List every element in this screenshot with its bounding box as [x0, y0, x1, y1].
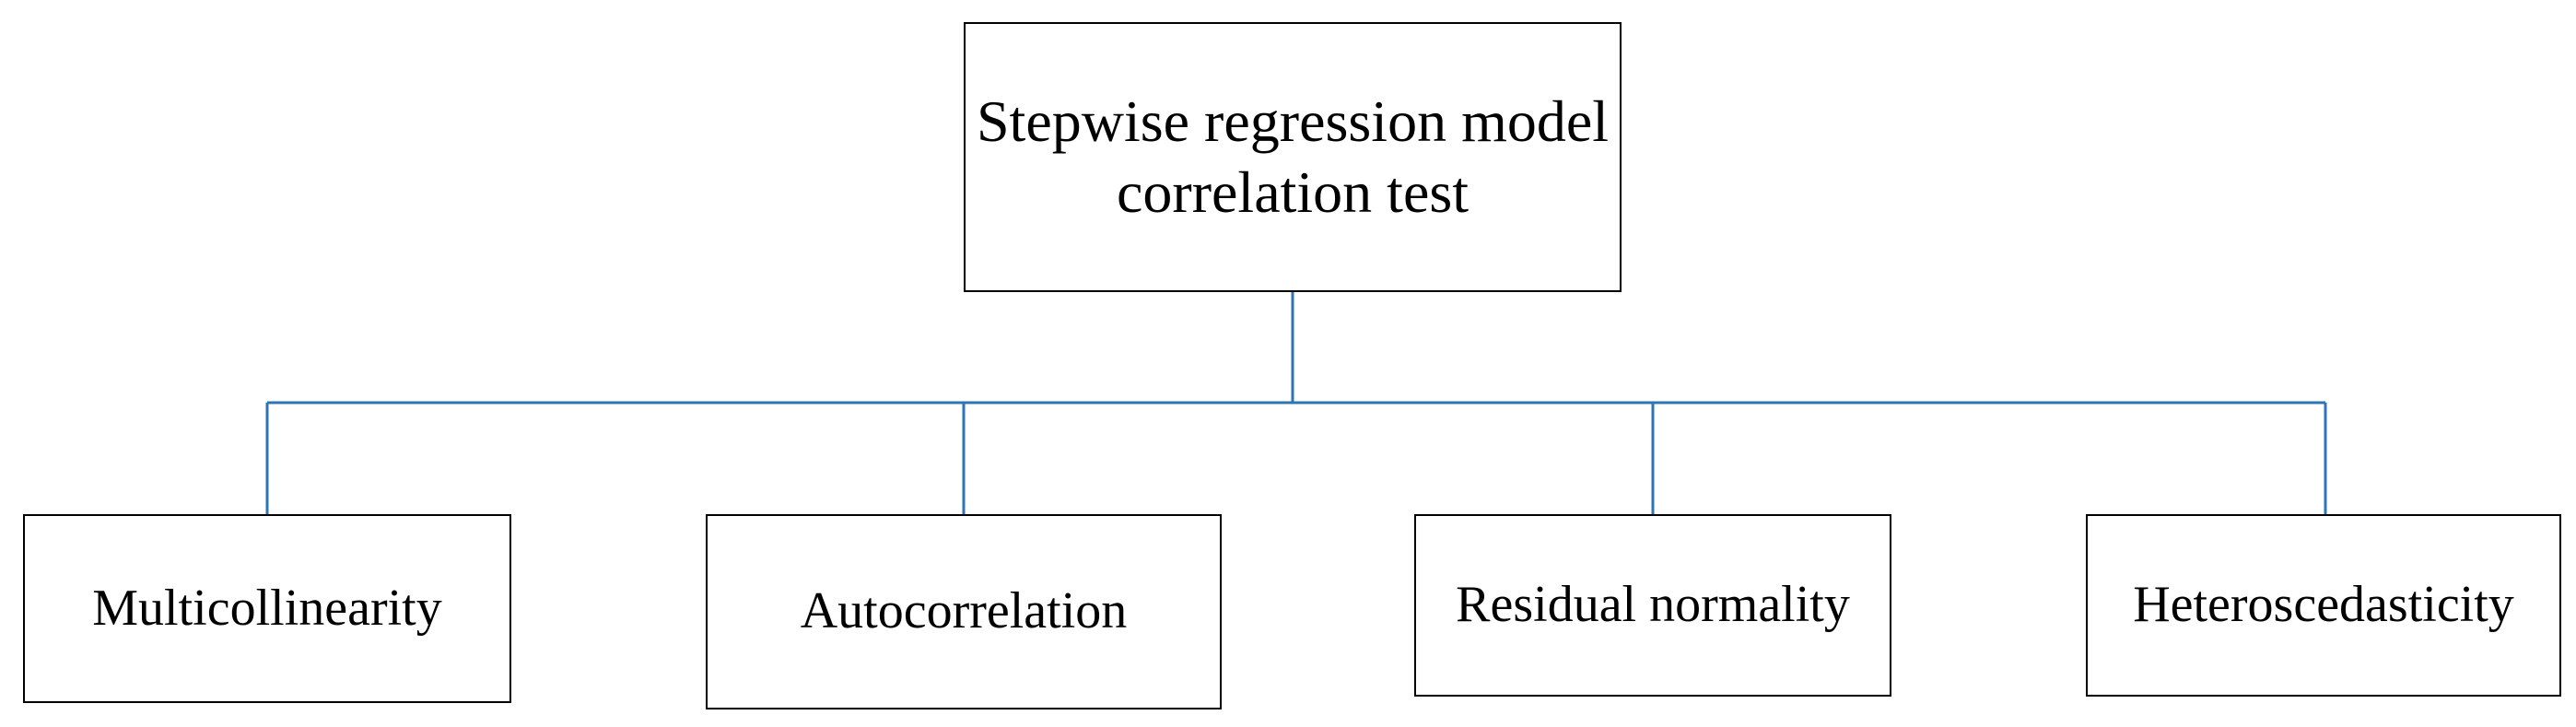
child-label: Residual normality: [1456, 576, 1850, 634]
root-label-line1: Stepwise regression model: [976, 88, 1610, 154]
root-label-line2: correlation test: [1116, 158, 1469, 225]
child-node-residual-normality: Residual normality: [1414, 514, 1891, 697]
child-label: Heteroscedasticity: [2133, 576, 2514, 634]
child-label: Autocorrelation: [800, 582, 1128, 640]
child-node-autocorrelation: Autocorrelation: [706, 514, 1222, 709]
root-node: Stepwise regression model correlation te…: [964, 22, 1622, 292]
root-node-label: Stepwise regression model correlation te…: [977, 87, 1609, 229]
child-node-heteroscedasticity: Heteroscedasticity: [2086, 514, 2561, 697]
child-label: Multicollinearity: [92, 579, 442, 637]
child-node-multicollinearity: Multicollinearity: [23, 514, 511, 703]
